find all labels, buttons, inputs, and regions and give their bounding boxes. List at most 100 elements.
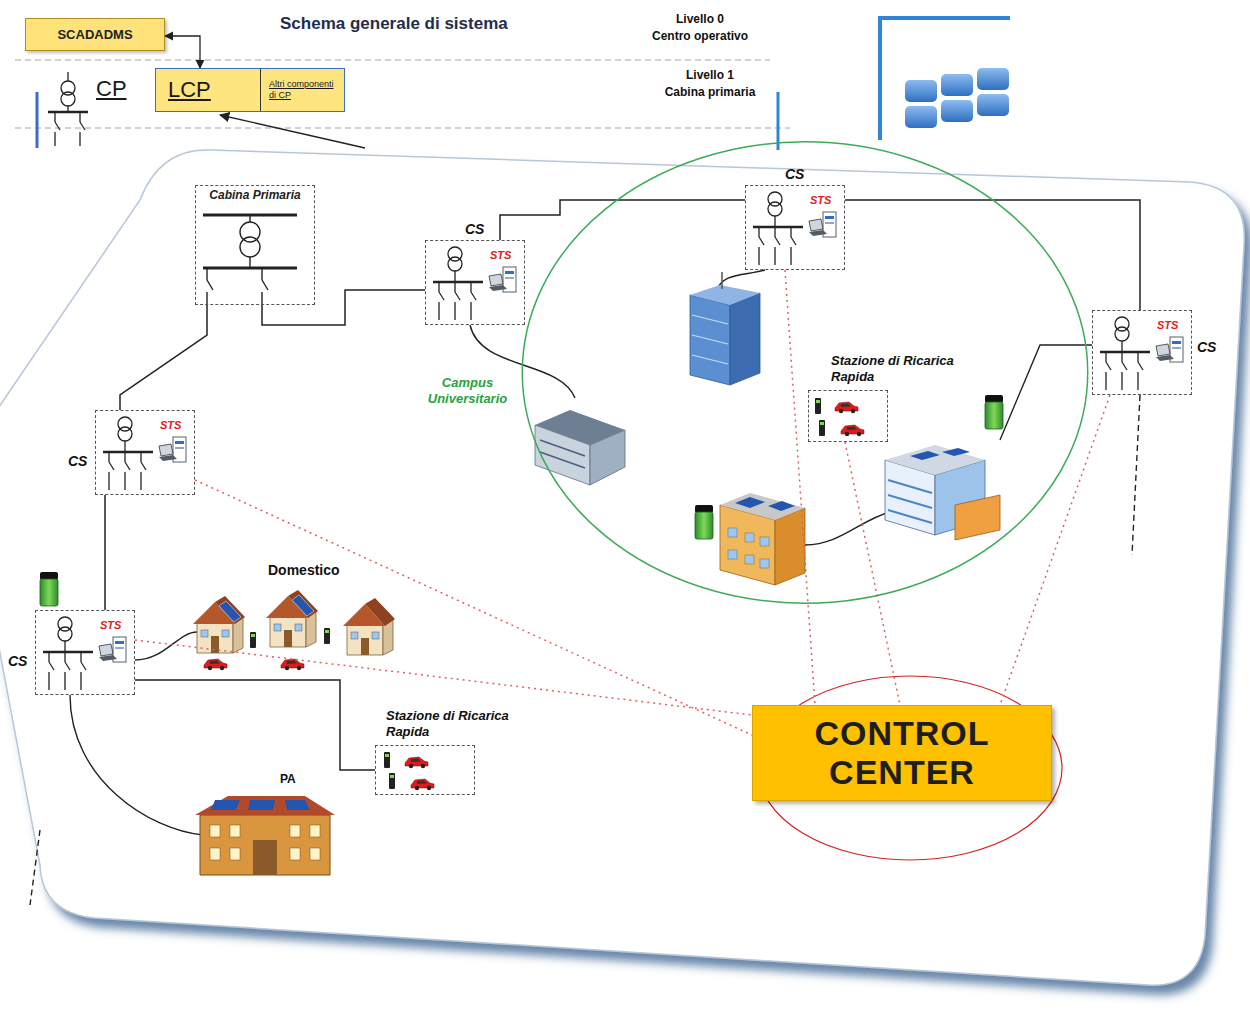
campus-building-icon: [720, 493, 805, 520]
public-building-icon: [290, 848, 300, 860]
area-label: Domestico: [268, 562, 340, 578]
charging-station-icon: [384, 752, 390, 768]
sts-label: STS: [160, 419, 181, 431]
box-label: Stazione di Ricarica Rapida: [831, 353, 956, 384]
slide-frame-line: [880, 18, 1010, 140]
campus-building-icon: [910, 451, 940, 460]
primary-substation-symbol: [249, 257, 250, 268]
cp-symbol: [54, 112, 55, 122]
charging-station-box: Stazione di Ricarica Rapida: [375, 745, 475, 795]
battery-icon: [985, 395, 1003, 429]
charging-station-box: Stazione di Ricarica Rapida: [808, 390, 888, 442]
level-label: Cabina primaria: [640, 85, 780, 99]
primary-substation-symbol: [261, 268, 262, 280]
campus-building-icon: [775, 508, 805, 585]
cp-symbol: [61, 81, 75, 95]
communication-link: [845, 442, 900, 705]
box-note: Altri componenti di CP: [269, 79, 339, 101]
charging-station-icon: [815, 398, 821, 414]
substation-label: CS: [68, 453, 87, 469]
public-building-icon: [210, 825, 220, 837]
cp-symbol: [55, 122, 60, 130]
campus-building-icon: [942, 448, 970, 456]
charging-station-icon: [819, 420, 825, 436]
power-line: [845, 200, 1140, 310]
house-icon: [250, 632, 256, 648]
communication-link: [195, 480, 752, 735]
box-label: LCP: [156, 69, 261, 111]
campus-building-icon: [760, 559, 769, 568]
secondary-substation-symbol: [103, 417, 186, 490]
primary-substation-symbol: [262, 280, 268, 290]
app-icon: [905, 106, 937, 128]
slide-frame-line: [778, 18, 1010, 150]
app-icon: [905, 68, 1009, 128]
house-icon: [193, 596, 245, 653]
primary-substation-symbol: [206, 292, 207, 305]
box-label: SCADADMS: [40, 27, 150, 42]
substation-label: CS: [8, 653, 27, 669]
public-building-icon: [310, 825, 320, 837]
app-icon: [941, 100, 973, 122]
campus-building-icon: [535, 410, 625, 445]
sts-label: STS: [810, 194, 831, 206]
secondary-substation-symbol: [1100, 317, 1183, 390]
public-building-icon: [310, 848, 320, 860]
house-icon: [324, 628, 330, 644]
public-building-icon: [195, 796, 335, 815]
region-outline: [522, 142, 1087, 603]
house-icon: [292, 595, 314, 616]
cp-symbol: [61, 92, 75, 106]
level-separator: [15, 60, 770, 61]
level-label: Livello 0: [630, 12, 770, 26]
secondary-substation-symbol: [43, 617, 126, 690]
campus-region: Campus UniversitarioCSSTSStazione di Ric…: [520, 140, 1090, 605]
diagram-title: Schema generale di sistema: [280, 14, 508, 34]
public-building-icon: [211, 800, 240, 810]
campus-building-icon: [768, 501, 795, 511]
secondary-substation-symbol: [43, 192, 1183, 690]
region-outline: [520, 140, 1090, 605]
app-icon: [977, 94, 1009, 116]
public-building-icon: [210, 848, 220, 860]
area-label: PA: [280, 772, 296, 786]
cp-symbol: [48, 111, 88, 114]
primary-substation-symbol: [203, 215, 297, 305]
charging-station-icon: [835, 402, 858, 413]
campus-building-icon: [692, 315, 728, 364]
sts-label: STS: [100, 619, 121, 631]
campus-building-icon: [888, 480, 932, 493]
campus-building-icon: [735, 497, 765, 508]
campus-building-icon: [760, 537, 769, 546]
power-line: [70, 695, 203, 835]
house-icon: [281, 659, 304, 670]
secondary-substation-symbol: [433, 247, 516, 320]
level-separator: [15, 60, 790, 128]
public-building-icon: [230, 825, 240, 837]
power-line: [120, 305, 207, 410]
communication-link: [135, 640, 752, 715]
secondary-substation-box: CSSTS: [35, 610, 135, 695]
house-icon: [204, 659, 227, 670]
primary-substation-symbol: [206, 268, 207, 280]
house-icon: [193, 590, 395, 670]
cp-symbol: [80, 122, 85, 130]
primary-substation-symbol: [249, 215, 250, 222]
campus-building-icon: [888, 495, 932, 508]
campus-building-icon: [728, 550, 737, 559]
power-line: [1132, 395, 1140, 555]
cp-symbol: [36, 92, 39, 148]
primary-substation-symbol: [261, 292, 262, 305]
level-separator: [15, 128, 790, 129]
box-label: Stazione di Ricarica Rapida: [386, 708, 511, 739]
power-line: [30, 270, 1140, 905]
cp-symbol: [79, 132, 80, 146]
control-link: [165, 36, 200, 68]
region-label: Campus Universitario: [420, 375, 515, 406]
power-line: [104, 495, 106, 610]
app-icon: [977, 68, 1009, 90]
house-icon: [343, 598, 395, 655]
